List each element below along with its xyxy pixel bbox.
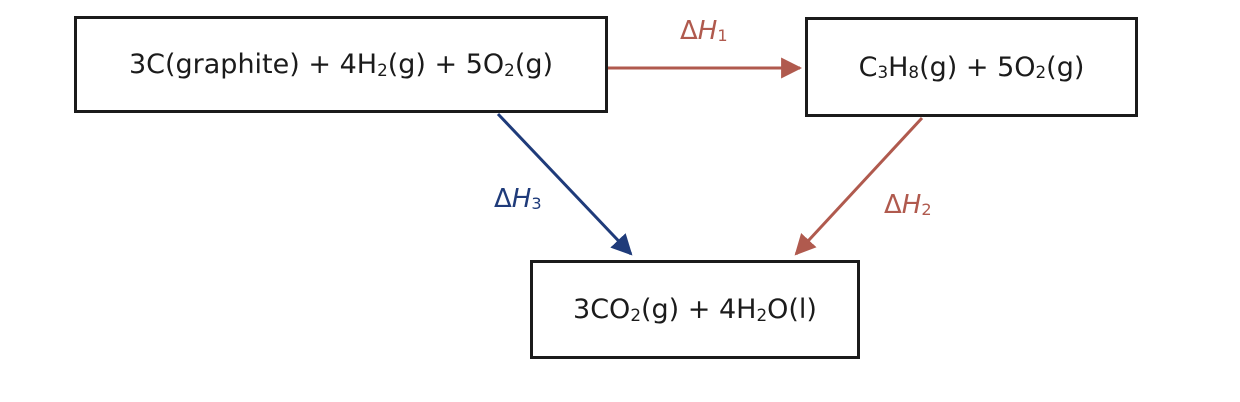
formula-subscript: 2	[504, 59, 515, 80]
reactants-box: 3C(graphite) + 4H2(g) + 5O2(g)	[74, 16, 608, 113]
enthalpy-subscript: 2	[921, 200, 932, 220]
dh3-label: ΔH3	[494, 184, 542, 214]
formula-subscript: 2	[377, 59, 388, 80]
formula-text: O(l)	[767, 294, 817, 325]
formula-text: C	[858, 51, 878, 83]
arrow-dh3	[496, 112, 633, 256]
reactants-formula: 3C(graphite) + 4H2(g) + 5O2(g)	[129, 49, 553, 80]
formula-subscript: 2	[1035, 62, 1047, 82]
formula-text: (g)	[514, 49, 554, 80]
formula-text: H	[888, 51, 909, 83]
formula-text: (g) + 5O	[919, 51, 1036, 83]
propane-box: C3H8(g) + 5O2(g)	[805, 17, 1138, 117]
formula-subscript: 2	[630, 304, 641, 325]
formula-subscript: 8	[908, 62, 920, 82]
enthalpy-subscript: 1	[717, 26, 728, 46]
products-formula: 3CO2(g) + 4H2O(l)	[573, 294, 817, 325]
delta-symbol: Δ	[680, 16, 698, 46]
formula-subscript: 2	[756, 304, 768, 325]
formula-text: (g)	[1046, 51, 1085, 83]
formula-text: 3C(graphite) + 4H	[128, 49, 378, 80]
products-box: 3CO2(g) + 4H2O(l)	[530, 260, 860, 359]
delta-symbol: Δ	[494, 184, 512, 214]
dh2-label: ΔH2	[884, 190, 932, 220]
enthalpy-letter: H	[697, 16, 718, 46]
enthalpy-letter: H	[511, 184, 532, 214]
arrow-dh2	[794, 116, 924, 256]
formula-text: (g) + 5O	[387, 49, 505, 80]
enthalpy-letter: H	[901, 190, 922, 220]
propane-formula: C3H8(g) + 5O2(g)	[859, 52, 1085, 83]
dh1-label: ΔH1	[680, 16, 728, 46]
formula-subscript: 3	[877, 62, 889, 82]
enthalpy-subscript: 3	[531, 194, 542, 214]
formula-text: (g) + 4H	[640, 294, 757, 325]
formula-text: 3CO	[573, 294, 631, 325]
delta-symbol: Δ	[884, 190, 902, 220]
